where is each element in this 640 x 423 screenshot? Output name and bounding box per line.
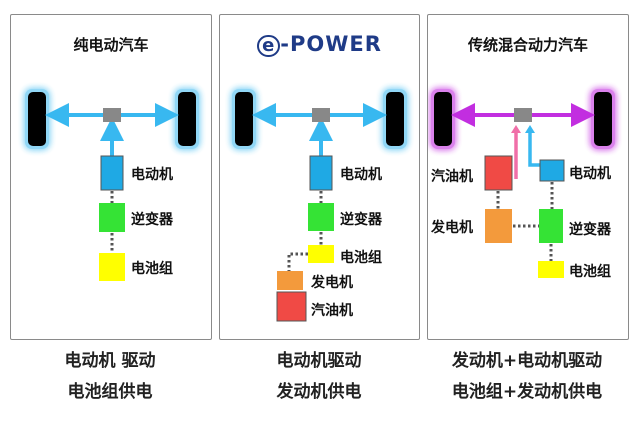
differential [514,108,532,122]
motor-block [309,155,333,191]
connector-dots [287,252,308,271]
motor-output-path [525,125,540,167]
caption-epower-supply: 发动机供电 [276,382,362,402]
motor-label: 电动机 [340,167,382,183]
panel-title-hybrid: 传统混合动力汽车 [467,36,588,54]
drive-shaft [252,103,387,156]
inverter-block [539,209,563,243]
epower-logo-text: -POWER [280,32,382,56]
caption-ev-supply: 电池组供电 [67,382,153,402]
generator-block [277,271,303,290]
motor-label: 电动机 [131,167,173,183]
motor-block [539,159,565,182]
drive-shaft [45,103,179,156]
generator-label: 发电机 [431,220,473,236]
left-wheel [232,89,256,149]
engine-block [484,155,513,191]
panel-title-ev: 纯电动汽车 [73,36,149,54]
right-wheel [591,89,615,149]
differential [103,108,121,122]
ev-diagram [25,89,199,281]
panel-epower: e-POWER 电动机 逆变器 电池组 发电机 汽油机 [219,14,420,340]
epower-logo: e-POWER [220,32,419,57]
battery-block [538,261,564,278]
caption-hybrid-supply: 电池组+发动机供电 [451,382,603,402]
caption-ev-drive: 电动机 驱动 [64,351,156,371]
engine-label: 汽油机 [311,303,353,319]
generator-label: 发电机 [311,275,353,291]
caption-hybrid-drive: 发动机+电动机驱动 [451,351,603,371]
epower-diagram [232,89,407,322]
engine-block [276,291,307,322]
battery-label: 电池组 [131,261,173,277]
motor-block [100,155,124,191]
right-wheel [175,89,199,149]
left-wheel [25,89,49,149]
panel-ev: 纯电动汽车 电动机 逆变器 电池组 [10,14,212,340]
battery-block [99,253,125,281]
battery-label: 电池组 [340,250,382,266]
inverter-label: 逆变器 [569,222,611,238]
battery-block [308,245,334,263]
engine-label: 汽油机 [431,169,473,185]
battery-label: 电池组 [569,264,611,280]
generator-block [485,209,512,243]
caption-epower-drive: 电动机驱动 [276,351,362,371]
hybrid-diagram [431,89,615,278]
right-wheel [383,89,407,149]
inverter-block [99,203,125,232]
inverter-label: 逆变器 [131,212,173,228]
differential [312,108,330,122]
inverter-label: 逆变器 [340,212,382,228]
panel-hybrid: 传统混合动力汽车 [427,14,629,340]
engine-output-path [511,125,521,179]
epower-logo-e: e [257,35,281,57]
motor-label: 电动机 [569,166,611,182]
left-wheel [431,89,455,149]
inverter-block [308,203,334,231]
